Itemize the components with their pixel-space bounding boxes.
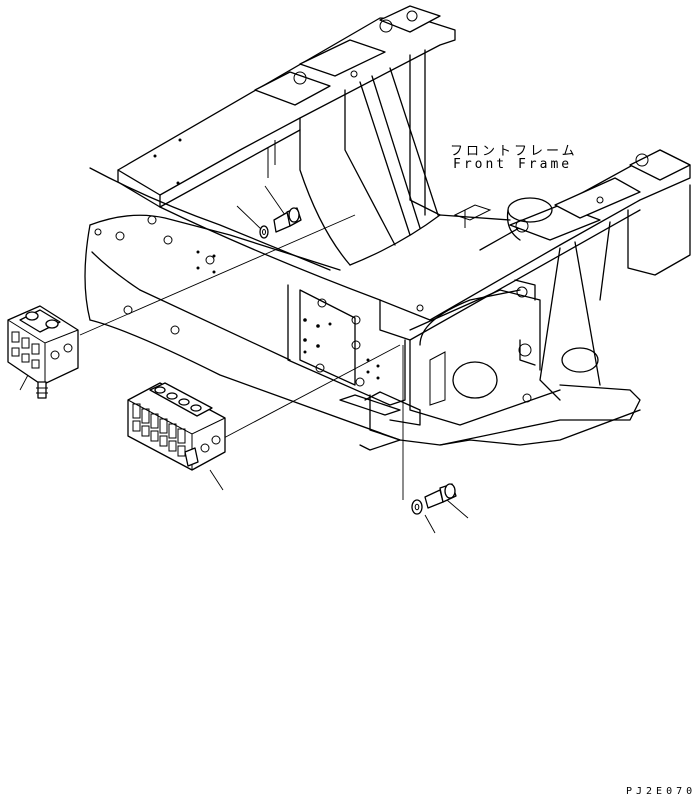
washer-lower-icon [411,499,423,515]
drawing-code: PJ2E070 [626,786,697,797]
valve-block-large-spools [132,386,202,457]
washer-upper-icon [259,225,269,239]
valve-block-large-icon [127,382,226,471]
bolt-lower-icon [424,483,457,509]
front-frame-label-jp: フロントフレーム [450,144,578,159]
frame-bolt-heads [94,138,380,387]
assembly-lines [19,185,469,534]
valve-block-small-icon [7,305,79,399]
bolt-upper-icon [273,207,302,233]
front-frame [84,5,691,451]
front-frame-label-en: Front Frame [453,157,573,172]
